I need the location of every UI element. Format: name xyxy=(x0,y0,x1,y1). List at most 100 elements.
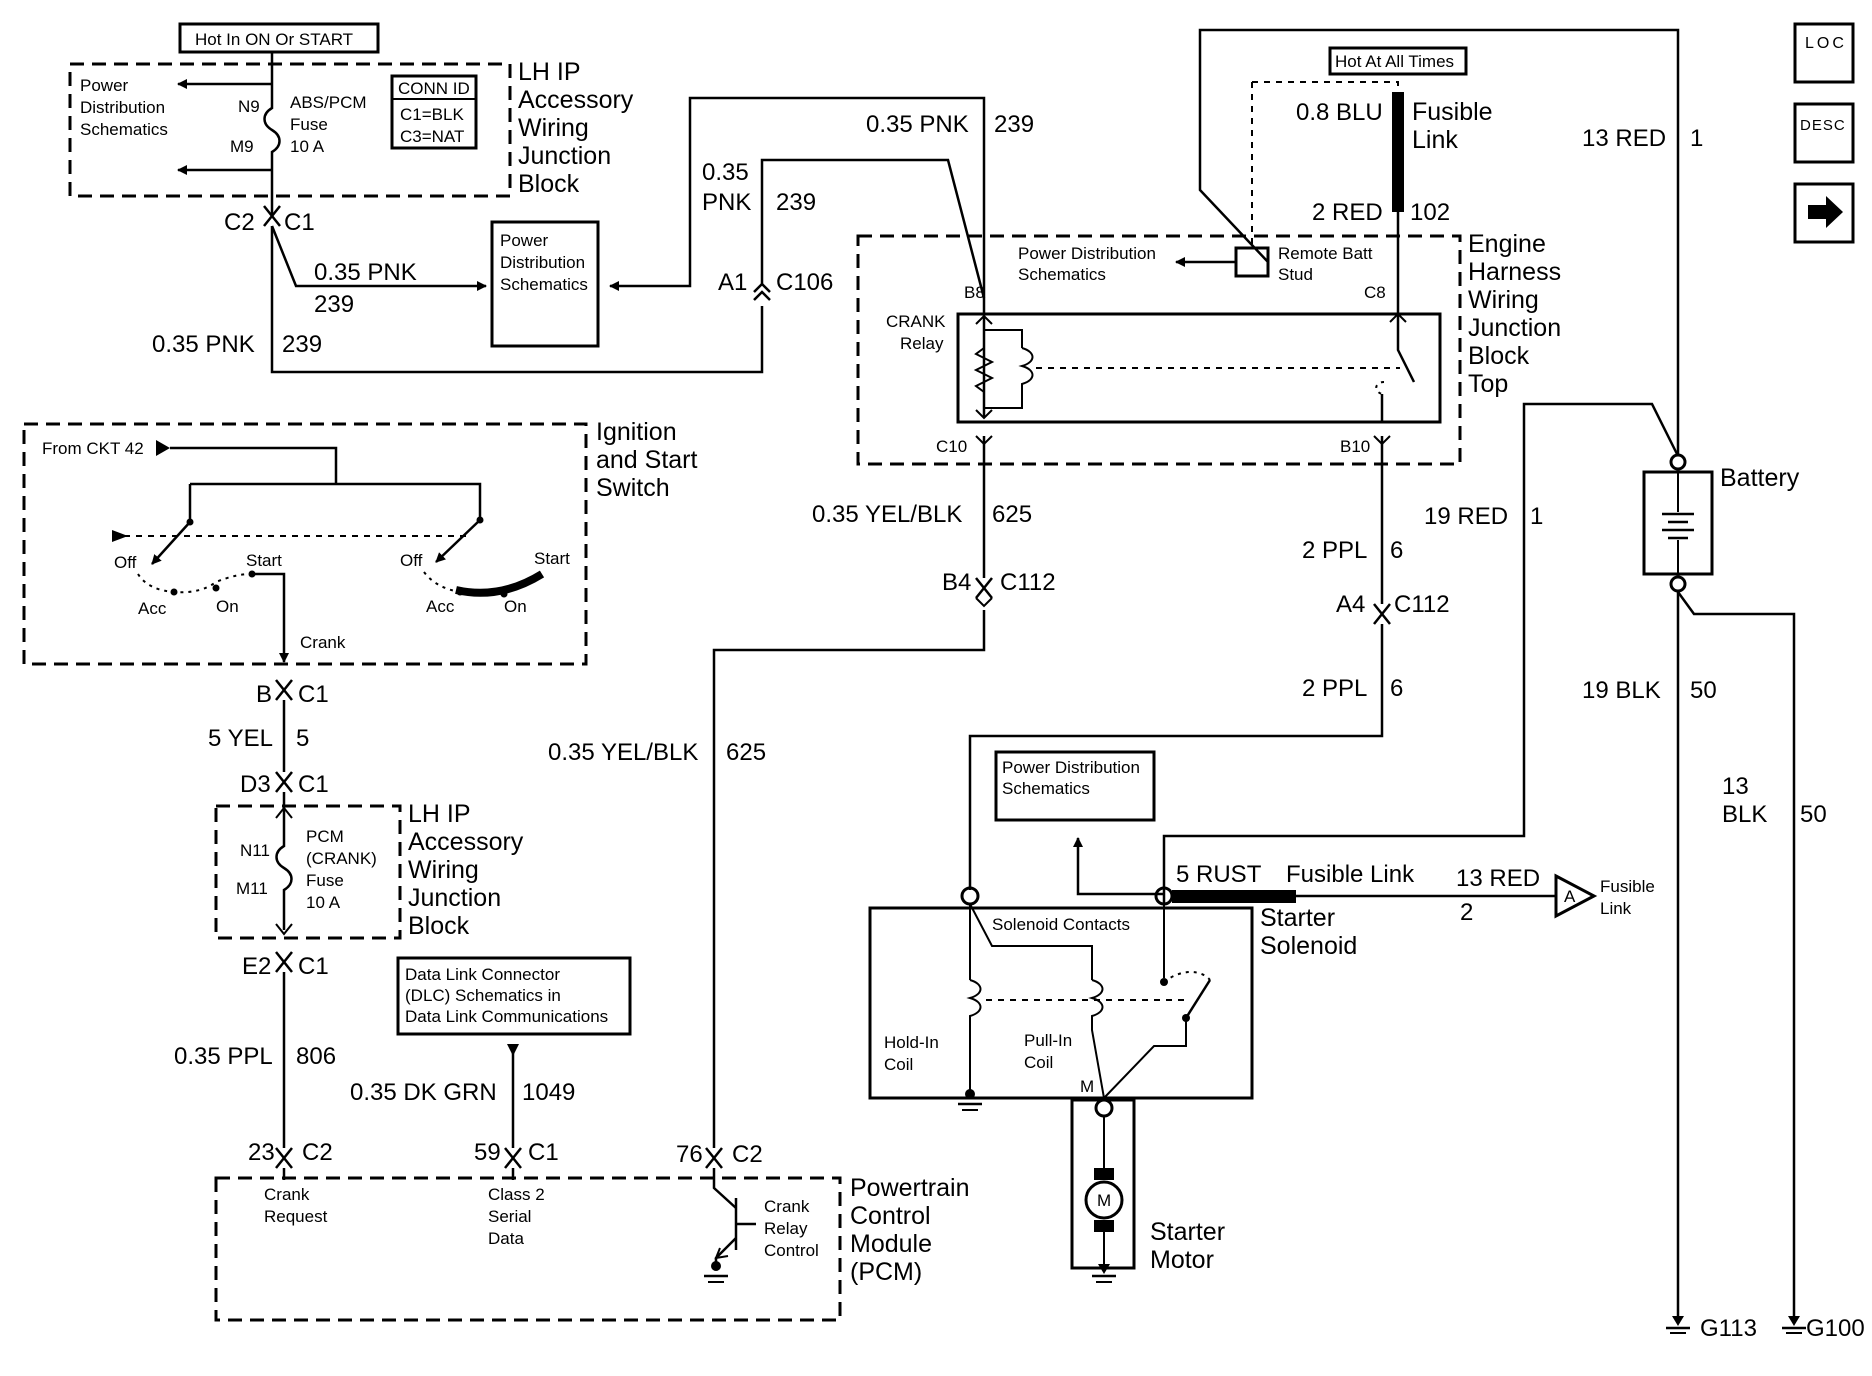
power-distribution-ref-3: Power Distribution Schematics xyxy=(1018,244,1156,284)
svg-text:Junction: Junction xyxy=(408,884,501,912)
crank-request-label: Crank Request xyxy=(264,1185,328,1226)
svg-text:0.35 PNK: 0.35 PNK xyxy=(152,331,255,358)
svg-text:On: On xyxy=(504,597,527,616)
svg-text:C2: C2 xyxy=(732,1141,763,1168)
svg-text:A1: A1 xyxy=(718,269,747,296)
ground-g100: G100 xyxy=(1782,1315,1865,1342)
desc-label: DESC xyxy=(1800,117,1846,134)
svg-text:13 RED: 13 RED xyxy=(1456,865,1540,892)
svg-text:Acc: Acc xyxy=(138,599,167,618)
svg-text:1049: 1049 xyxy=(522,1079,575,1106)
connector-c2-c1-top: C2 C1 xyxy=(224,205,315,236)
svg-text:5 YEL: 5 YEL xyxy=(208,725,273,752)
svg-text:Top: Top xyxy=(1468,370,1508,398)
engine-harness-label: Engine Harness Wiring Junction Block Top xyxy=(1468,230,1561,398)
svg-text:Distribution: Distribution xyxy=(500,253,585,272)
svg-text:806: 806 xyxy=(296,1043,336,1070)
svg-text:Data Link Communications: Data Link Communications xyxy=(405,1007,608,1026)
ignition-switch-label: Ignition and Start Switch xyxy=(596,418,698,502)
next-arrow-button[interactable] xyxy=(1793,182,1855,244)
class-2-serial-data-label: Class 2 Serial Data xyxy=(488,1185,545,1248)
svg-text:Acc: Acc xyxy=(426,597,455,616)
svg-text:Switch: Switch xyxy=(596,474,670,502)
pcm-crank-fuse-label: PCM (CRANK) Fuse 10 A xyxy=(306,827,377,912)
svg-text:C10: C10 xyxy=(936,437,967,456)
svg-text:LH IP: LH IP xyxy=(518,58,581,86)
lh-ip-junction-block-top-label: LH IP Accessory Wiring Junction Block xyxy=(518,58,634,198)
svg-text:(DLC) Schematics in: (DLC) Schematics in xyxy=(405,986,561,1005)
svg-text:6: 6 xyxy=(1390,537,1403,564)
svg-text:ABS/PCM: ABS/PCM xyxy=(290,93,367,112)
svg-text:Request: Request xyxy=(264,1207,328,1226)
dlc-reference: Data Link Connector (DLC) Schematics in … xyxy=(350,956,632,1169)
svg-text:Serial: Serial xyxy=(488,1207,531,1226)
svg-text:Wiring: Wiring xyxy=(1468,286,1539,314)
svg-text:Off: Off xyxy=(114,553,137,572)
relay-coil xyxy=(1018,347,1034,392)
svg-text:Hot At All Times: Hot At All Times xyxy=(1335,52,1454,71)
svg-text:Fusible Link: Fusible Link xyxy=(1286,861,1415,888)
crank-relay xyxy=(956,312,1442,424)
fusible-link-blu: Hot At All Times 0.8 BLU Fusible Link 2 … xyxy=(1251,46,1493,300)
svg-text:C1: C1 xyxy=(528,1139,559,1166)
svg-text:10 A: 10 A xyxy=(290,137,325,156)
svg-text:76: 76 xyxy=(676,1141,703,1168)
power-distribution-ref-2: Power Distribution Schematics xyxy=(490,220,600,348)
ground-circuits: 19 BLK 50 13 BLK 50 G113 G100 xyxy=(1582,591,1865,1342)
svg-text:50: 50 xyxy=(1800,801,1827,828)
svg-text:13: 13 xyxy=(1722,773,1749,800)
svg-text:Distribution: Distribution xyxy=(80,98,165,117)
svg-text:C1: C1 xyxy=(298,953,329,980)
svg-text:1: 1 xyxy=(1530,503,1543,530)
svg-text:C112: C112 xyxy=(1000,569,1056,596)
engine-harness-junction-block: Engine Harness Wiring Junction Block Top… xyxy=(856,230,1561,466)
battery: Battery xyxy=(1642,453,1800,593)
next-arrow-icon xyxy=(1808,196,1843,228)
svg-text:C2: C2 xyxy=(224,209,255,236)
svg-text:239: 239 xyxy=(282,331,322,358)
starter-solenoid-label: Starter Solenoid xyxy=(1260,904,1357,960)
svg-text:Fusible: Fusible xyxy=(1412,98,1493,126)
svg-text:A4: A4 xyxy=(1336,591,1365,618)
svg-text:23: 23 xyxy=(248,1139,275,1166)
crank-request-circuit: B C1 5 YEL 5 D3 C1 xyxy=(208,679,329,798)
svg-text:Control: Control xyxy=(850,1202,931,1230)
svg-text:5: 5 xyxy=(296,725,309,752)
svg-text:2: 2 xyxy=(1460,899,1473,926)
svg-text:2 RED: 2 RED xyxy=(1312,199,1383,226)
abs-pcm-fuse-symbol xyxy=(263,96,281,218)
hold-in-coil xyxy=(966,979,982,1090)
desc-button[interactable]: DESC xyxy=(1793,102,1855,164)
svg-text:50: 50 xyxy=(1690,677,1717,704)
svg-text:Block: Block xyxy=(408,912,470,940)
svg-text:1: 1 xyxy=(1690,125,1703,152)
svg-text:239: 239 xyxy=(314,291,354,318)
svg-text:19 BLK: 19 BLK xyxy=(1582,677,1661,704)
svg-text:Schematics: Schematics xyxy=(80,120,168,139)
fusible-link-ref-a xyxy=(1554,873,1598,919)
svg-text:Schematics: Schematics xyxy=(500,275,588,294)
svg-text:Wiring: Wiring xyxy=(518,114,589,142)
svg-text:Link: Link xyxy=(1412,126,1458,154)
svg-text:Coil: Coil xyxy=(1024,1053,1053,1072)
lh-ip-fuse-block-lower: N11 M11 PCM (CRANK) Fuse 10 A LH IP Acce… xyxy=(214,792,524,940)
svg-text:10 A: 10 A xyxy=(306,893,341,912)
svg-text:Accessory: Accessory xyxy=(408,828,524,856)
pcm-label: Powertrain Control Module (PCM) xyxy=(850,1174,970,1286)
ignition-and-start-switch: Ignition and Start Switch From CKT 42 Of… xyxy=(22,418,698,666)
power-distribution-ref-4: Power Distribution Schematics xyxy=(994,750,1164,896)
svg-text:C3=NAT: C3=NAT xyxy=(400,127,464,146)
loc-button[interactable]: LOC xyxy=(1793,22,1855,84)
svg-text:Crank: Crank xyxy=(264,1185,310,1204)
svg-text:C1: C1 xyxy=(284,209,315,236)
svg-text:and Start: and Start xyxy=(596,446,698,474)
ppl-806-circuit: E2 C1 0.35 PPL 806 23 C2 xyxy=(174,951,336,1169)
svg-text:2 PPL: 2 PPL xyxy=(1302,537,1367,564)
svg-text:G100: G100 xyxy=(1806,1315,1865,1342)
svg-text:19 RED: 19 RED xyxy=(1424,503,1508,530)
svg-text:M9: M9 xyxy=(230,137,254,156)
svg-text:Control: Control xyxy=(764,1241,819,1260)
svg-text:Ignition: Ignition xyxy=(596,418,677,446)
svg-text:Schematics: Schematics xyxy=(1002,779,1090,798)
svg-text:Link: Link xyxy=(1600,899,1632,918)
